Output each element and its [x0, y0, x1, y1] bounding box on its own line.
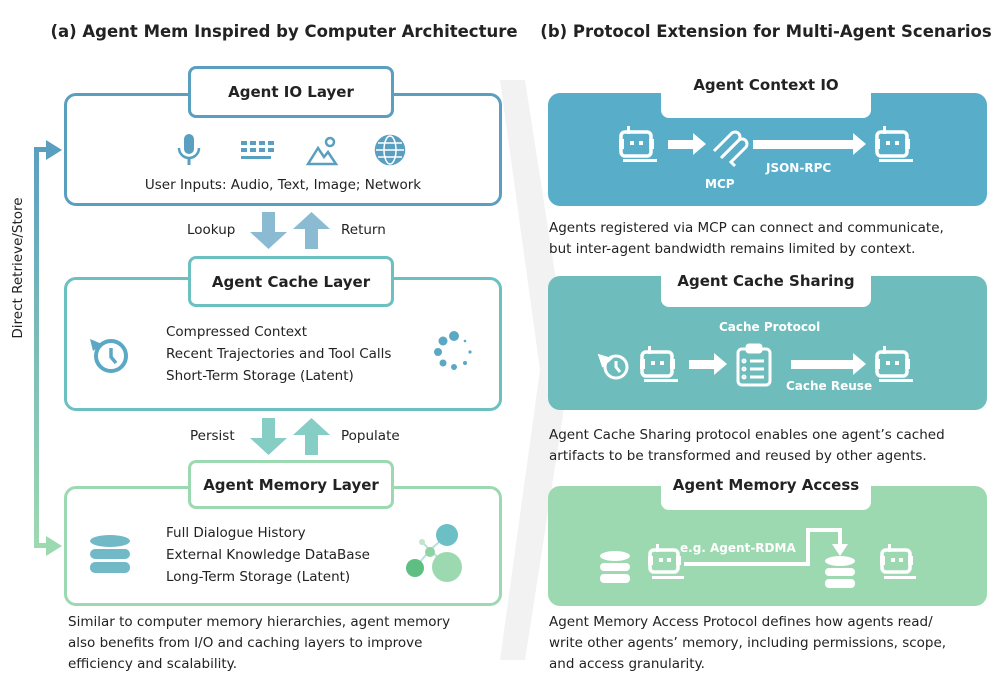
json-rpc-label: JSON-RPC — [766, 161, 832, 175]
cache-sharing-flow — [597, 343, 913, 387]
database-icon — [600, 551, 630, 583]
database-icon — [90, 535, 130, 573]
arrow-icon — [689, 353, 727, 375]
down-arrow-icon — [250, 212, 287, 249]
long-arrow-icon — [753, 133, 866, 155]
caption-line: Agent Memory Access Protocol defines how… — [549, 614, 933, 630]
memory-layer-title: Agent Memory Layer — [188, 460, 394, 509]
history-clock-icon — [597, 353, 629, 380]
caption-line: Similar to computer memory hierarchies, … — [68, 614, 451, 630]
loading-dots-icon — [434, 331, 472, 370]
lookup-label: Lookup — [187, 222, 236, 238]
robot-icon — [640, 346, 678, 382]
context-io-flow — [619, 126, 913, 168]
persist-populate-arrows — [250, 418, 330, 455]
left-caption: Similar to computer memory hierarchies, … — [68, 612, 450, 675]
up-arrow-icon — [293, 418, 330, 455]
arrow-icon — [668, 133, 706, 155]
io-layer-text: User Inputs: Audio, Text, Image; Network — [144, 177, 422, 193]
caption-line: artifacts to be transformed and reused b… — [549, 448, 927, 464]
caption-line: and access granularity. — [549, 656, 705, 672]
up-arrow-icon — [293, 212, 330, 249]
io-icons — [177, 134, 406, 166]
side-label: Direct Retrieve/Store — [10, 197, 26, 339]
caption-line: Agent Cache Sharing protocol enables one… — [549, 427, 945, 443]
lookup-return-arrows — [250, 212, 330, 249]
memory-line-3: Long-Term Storage (Latent) — [166, 569, 351, 585]
caption-line: Agents registered via MCP can connect an… — [549, 220, 944, 236]
memory-access-title: Agent Memory Access — [661, 470, 871, 510]
caption-line: also benefits from I/O and caching layer… — [68, 635, 423, 651]
microphone-icon — [177, 134, 201, 165]
io-layer-title: Agent IO Layer — [188, 66, 394, 118]
memory-line-2: External Knowledge DataBase — [166, 547, 370, 563]
memory-caption: Agent Memory Access Protocol defines how… — [549, 612, 946, 675]
cache-protocol-label: Cache Protocol — [719, 320, 821, 334]
memory-line-1: Full Dialogue History — [166, 525, 306, 541]
robot-icon — [875, 126, 913, 162]
robot-icon — [619, 126, 657, 162]
cache-line-3: Short-Term Storage (Latent) — [166, 368, 354, 384]
right-title: (b) Protocol Extension for Multi-Agent S… — [540, 22, 992, 41]
long-arrow-icon — [791, 353, 866, 375]
robot-icon — [875, 346, 913, 382]
clipboard-icon — [736, 343, 772, 387]
robot-icon — [648, 544, 684, 579]
down-arrow-icon — [250, 418, 287, 455]
cache-layer-title: Agent Cache Layer — [188, 256, 394, 307]
globe-icon — [374, 134, 406, 166]
context-io-title: Agent Context IO — [661, 66, 871, 118]
direct-retrieve-arrow — [34, 140, 62, 556]
history-clock-icon — [90, 339, 128, 373]
graph-network-icon — [406, 524, 462, 582]
cache-line-2: Recent Trajectories and Tool Calls — [166, 346, 392, 362]
keyboard-icon — [241, 141, 274, 159]
mcp-logo-icon — [712, 130, 749, 168]
robot-icon — [880, 544, 916, 579]
cache-line-1: Compressed Context — [166, 324, 308, 340]
left-title: (a) Agent Mem Inspired by Computer Archi… — [50, 22, 518, 41]
database-icon — [825, 556, 855, 588]
mcp-label: MCP — [705, 177, 735, 191]
cache-caption: Agent Cache Sharing protocol enables one… — [549, 425, 945, 467]
image-icon — [305, 136, 339, 166]
cache-reuse-label: Cache Reuse — [786, 379, 873, 393]
rdma-path — [684, 528, 842, 566]
caption-line: but inter-agent bandwidth remains limite… — [549, 241, 916, 257]
memory-access-flow — [600, 528, 916, 588]
return-label: Return — [341, 222, 386, 238]
context-caption: Agents registered via MCP can connect an… — [549, 218, 944, 260]
caption-line: write other agents’ memory, including pe… — [549, 635, 947, 651]
populate-label: Populate — [341, 428, 400, 444]
cache-sharing-title: Agent Cache Sharing — [661, 258, 871, 307]
agent-rdma-label: e.g. Agent-RDMA — [680, 541, 796, 555]
arrow-down-icon — [832, 544, 848, 556]
caption-line: efficiency and scalability. — [68, 656, 238, 672]
persist-label: Persist — [190, 428, 235, 444]
